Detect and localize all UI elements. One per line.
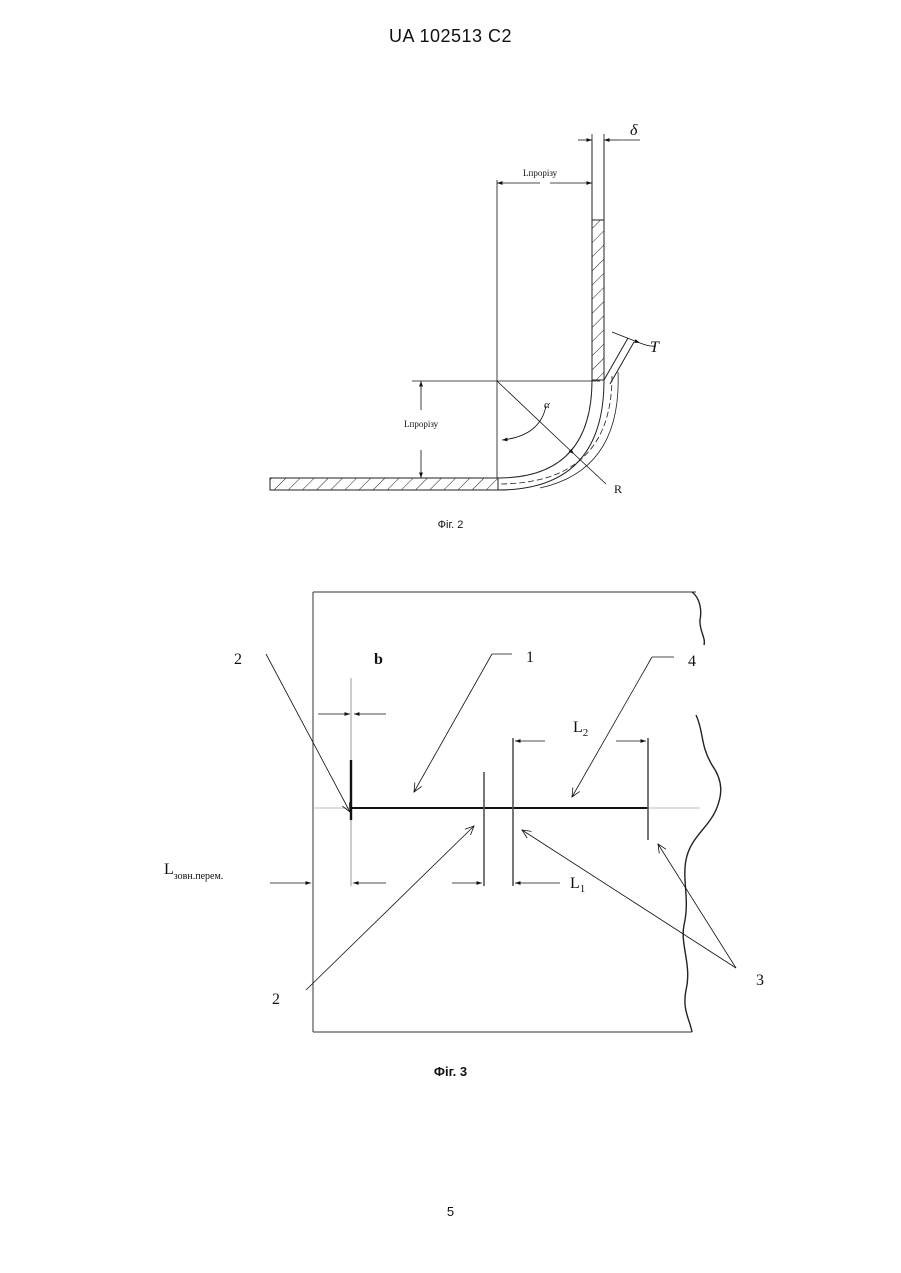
fig2-drawing: T δ Lпрорізу Lпрорізу α R — [270, 122, 660, 496]
fig3-label-b: b — [374, 651, 383, 668]
fig2-label-l-top: Lпрорізу — [523, 168, 558, 178]
fig2-angle-arc — [502, 406, 546, 440]
fig3-label-lout-sub: зовн.перем. — [174, 871, 224, 882]
page-number: 5 — [0, 1204, 901, 1219]
fig3-label-l2-sub: 2 — [583, 727, 589, 739]
fig3-break-line-right — [683, 715, 721, 1032]
fig2-label-delta: δ — [630, 122, 638, 139]
fig3-label-3: 3 — [756, 972, 764, 989]
fig3-label-lout-main: L — [164, 861, 174, 878]
fig3-label-l1: L1 — [570, 875, 585, 895]
fig3-label-1: 1 — [526, 649, 534, 666]
fig3-drawing: b L2 L1 Lзовн.перем. 2 1 4 2 3 — [164, 592, 764, 1032]
fig3-label-2-top: 2 — [234, 651, 242, 668]
fig3-label-l1-sub: 1 — [580, 883, 586, 895]
fig3-leader-2-bottom — [306, 826, 474, 990]
fig2-label-r: R — [614, 482, 622, 496]
fig2-bend-inner — [498, 380, 592, 478]
fig3-leader-3-b — [658, 844, 736, 968]
fig3-label-4: 4 — [688, 653, 696, 670]
fig3-label-l2-main: L — [573, 719, 583, 736]
fig2-bend-outer-layer — [540, 372, 618, 488]
fig2-vertical-hatched-section — [592, 220, 604, 380]
fig3-label-lout: Lзовн.перем. — [164, 861, 223, 882]
fig2-label-l-left: Lпрорізу — [404, 419, 439, 429]
fig2-bend-centerline — [498, 376, 612, 484]
fig2-horizontal-hatched-section — [270, 478, 498, 490]
fig3-label-l1-main: L — [570, 875, 580, 892]
fig2-caption: Фіг. 2 — [0, 519, 901, 531]
fig3-label-l2: L2 — [573, 719, 588, 739]
fig3-leader-3-a — [522, 830, 736, 968]
fig2-radius-leader — [574, 454, 606, 484]
fig3-leader-1 — [414, 654, 492, 792]
fig2-label-alpha: α — [544, 399, 550, 411]
fig3-break-line-top — [692, 592, 704, 645]
fig3-leader-2-top — [266, 654, 350, 812]
fig2-label-t: T — [650, 339, 660, 356]
fig3-caption: Фіг. 3 — [0, 1064, 901, 1079]
fig3-label-2-bottom: 2 — [272, 991, 280, 1008]
fig2-radius-arrow — [497, 381, 574, 454]
